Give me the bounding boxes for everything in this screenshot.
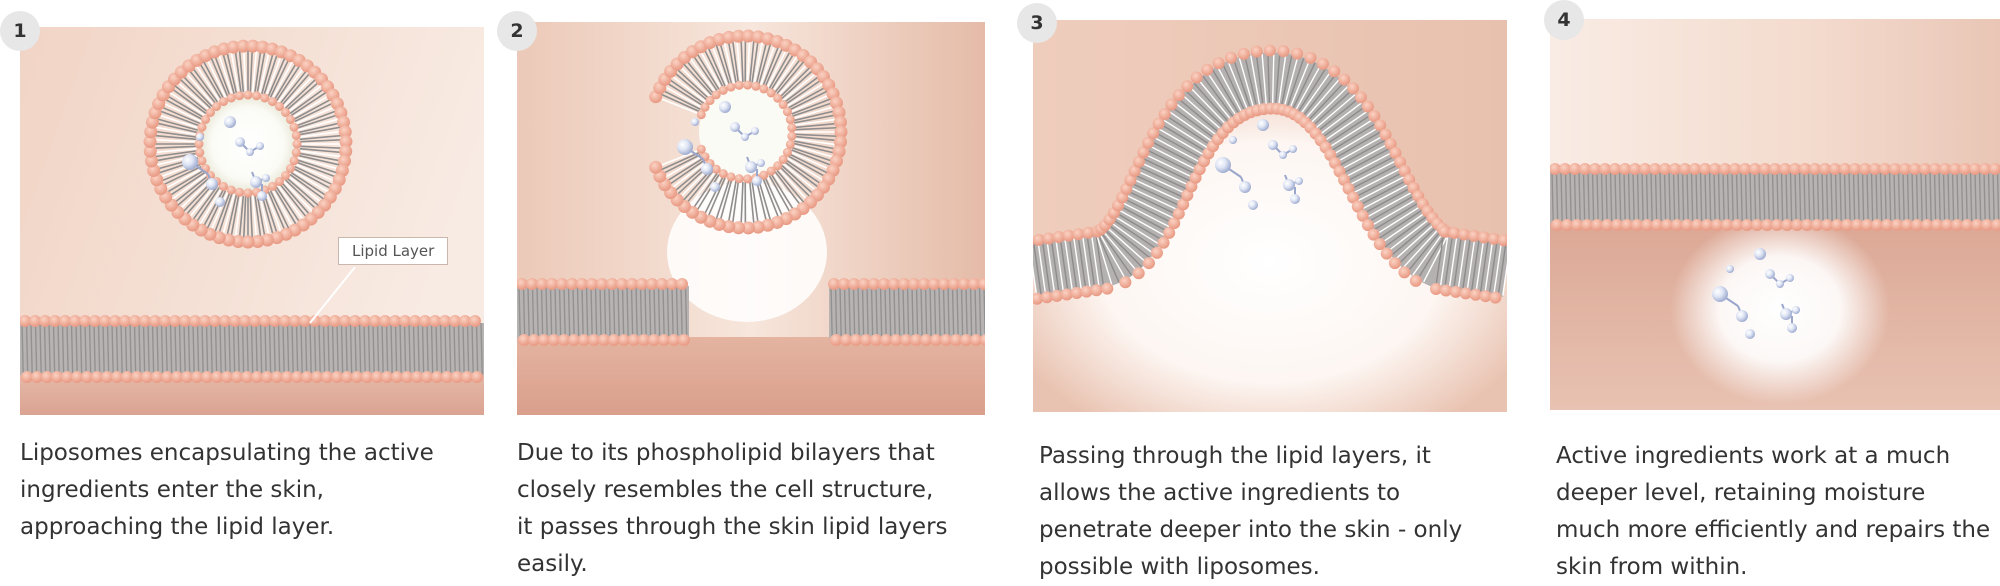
active-ingredients xyxy=(1712,248,1800,339)
step-2-caption: Due to its phospholipid bilayers that cl… xyxy=(517,435,985,583)
caption-line: closely resembles the cell structure, xyxy=(517,477,934,503)
penetration-glow xyxy=(1033,79,1507,412)
active-ingredients xyxy=(1215,119,1303,210)
caption-line: possible with liposomes. xyxy=(1039,554,1320,580)
lipid-bilayer-right xyxy=(828,278,985,346)
caption-line: much more efficiently and repairs the xyxy=(1556,517,1991,543)
step-4-badge: 4 xyxy=(1544,0,1584,40)
step-4-illustration xyxy=(1550,19,2000,410)
caption-line: it passes through the skin lipid layers xyxy=(517,514,948,540)
deep-skin xyxy=(517,337,985,415)
step-2-badge: 2 xyxy=(497,11,537,51)
caption-line: deeper level, retaining moisture xyxy=(1556,480,1926,506)
lipid-bilayer-left xyxy=(517,278,690,346)
lipid-layer-leader-line xyxy=(309,266,356,324)
caption-line: skin from within. xyxy=(1556,554,1748,580)
step-3-caption: Passing through the lipid layers, it all… xyxy=(1039,438,1507,586)
step-3-illustration xyxy=(1033,20,1507,412)
caption-line: ingredients enter the skin, xyxy=(20,477,324,503)
absorption-glow xyxy=(1670,214,1890,404)
step-2-svg xyxy=(517,22,985,415)
step-4-caption: Active ingredients work at a much deeper… xyxy=(1556,438,2000,586)
caption-line: Active ingredients work at a much xyxy=(1556,443,1951,469)
step-1-badge: 1 xyxy=(0,11,40,51)
active-ingredients xyxy=(182,116,270,207)
caption-line: allows the active ingredients to xyxy=(1039,480,1401,506)
caption-line: Passing through the lipid layers, it xyxy=(1039,443,1431,469)
step-3-svg xyxy=(1033,20,1507,412)
step-4-svg xyxy=(1550,19,2000,410)
step-1-caption: Liposomes encapsulating the active ingre… xyxy=(20,435,480,546)
step-1-illustration xyxy=(20,27,484,415)
caption-line: easily. xyxy=(517,551,588,577)
caption-line: Liposomes encapsulating the active xyxy=(20,440,434,466)
step-3-badge: 3 xyxy=(1017,3,1057,43)
liposome xyxy=(143,39,353,249)
caption-line: penetrate deeper into the skin - only xyxy=(1039,517,1463,543)
active-ingredients xyxy=(677,101,765,192)
lipid-bilayer xyxy=(1550,163,2000,231)
caption-line: approaching the lipid layer. xyxy=(20,514,335,540)
step-2-illustration xyxy=(517,22,985,415)
lipid-layer-label: Lipid Layer xyxy=(338,237,449,265)
lipid-bilayer xyxy=(20,315,484,383)
caption-line: Due to its phospholipid bilayers that xyxy=(517,440,935,466)
step-1-svg xyxy=(20,27,484,415)
